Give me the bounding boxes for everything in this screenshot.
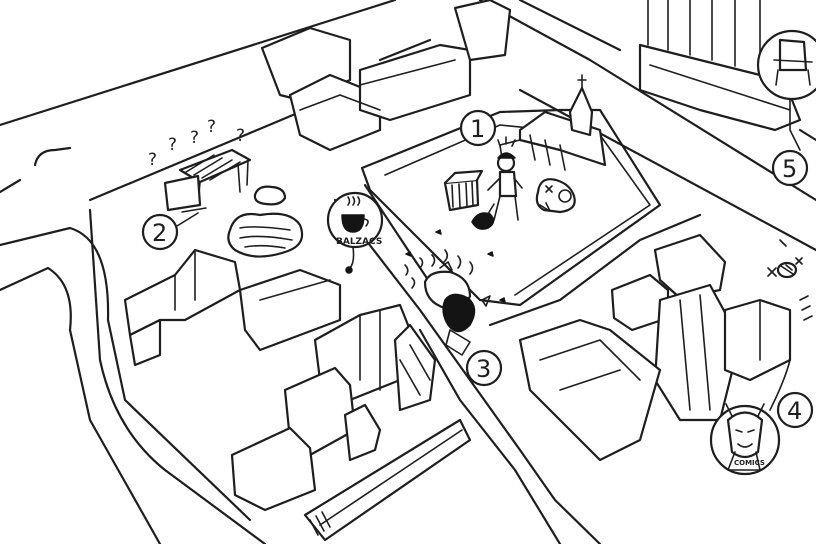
marker-4-label: 4 [787, 397, 802, 425]
armchair-sign [756, 29, 816, 151]
street-edge [0, 0, 397, 127]
marker-1[interactable]: 1 [459, 109, 497, 147]
cafe-name: BALZACS [336, 237, 382, 247]
devil-mask-icon [726, 411, 764, 459]
buildings-left [123, 0, 512, 542]
central-plaza [360, 108, 662, 307]
comic-sign-text: COMICS [734, 459, 765, 467]
plaza-outline [360, 108, 662, 307]
marker-3-label: 3 [476, 355, 491, 383]
street-edge [0, 178, 22, 194]
street-edge [798, 128, 816, 142]
street-edge [418, 328, 562, 544]
street-edge [518, 0, 622, 52]
armchair-icon [778, 38, 808, 72]
street-edge [333, 198, 602, 544]
flies [405, 229, 506, 303]
street-edge [0, 266, 162, 544]
marker-5-label: 5 [782, 155, 797, 183]
coffee-cup-icon [341, 214, 365, 233]
street-edge [88, 110, 302, 202]
question-mark: ? [148, 150, 157, 170]
street-edge [88, 208, 267, 544]
skull-icon [535, 178, 576, 214]
street-edge [488, 213, 702, 327]
street-edge [378, 38, 432, 62]
comic-shop-sign: COMICS [709, 359, 791, 476]
cafe-sign: BALZACS [326, 191, 384, 274]
broken-bench-icon [163, 148, 252, 213]
dumpster-icon [443, 169, 484, 212]
question-mark: ? [207, 117, 216, 137]
marker-5[interactable]: 5 [771, 149, 809, 187]
question-mark: ? [236, 126, 245, 146]
question-marks: ? ? ? ? ? [148, 117, 245, 170]
football-icon [767, 239, 813, 321]
street-edge [0, 226, 252, 522]
question-mark: ? [190, 128, 199, 148]
garbage-pile-icon [404, 249, 491, 356]
marker-4[interactable]: 4 [776, 391, 814, 429]
buildings-right [518, 0, 802, 462]
question-mark: ? [168, 135, 177, 155]
street-edge [33, 146, 72, 167]
speech-bubble-icon [227, 185, 304, 258]
street-edge [518, 88, 816, 252]
marker-3[interactable]: 3 [465, 349, 503, 387]
lost-person-icon [471, 136, 523, 230]
marker-2-label: 2 [152, 219, 167, 247]
church-building [499, 74, 607, 181]
marker-2[interactable]: 2 [141, 212, 199, 251]
street-edge [478, 0, 816, 202]
marker-1-label: 1 [470, 115, 485, 143]
